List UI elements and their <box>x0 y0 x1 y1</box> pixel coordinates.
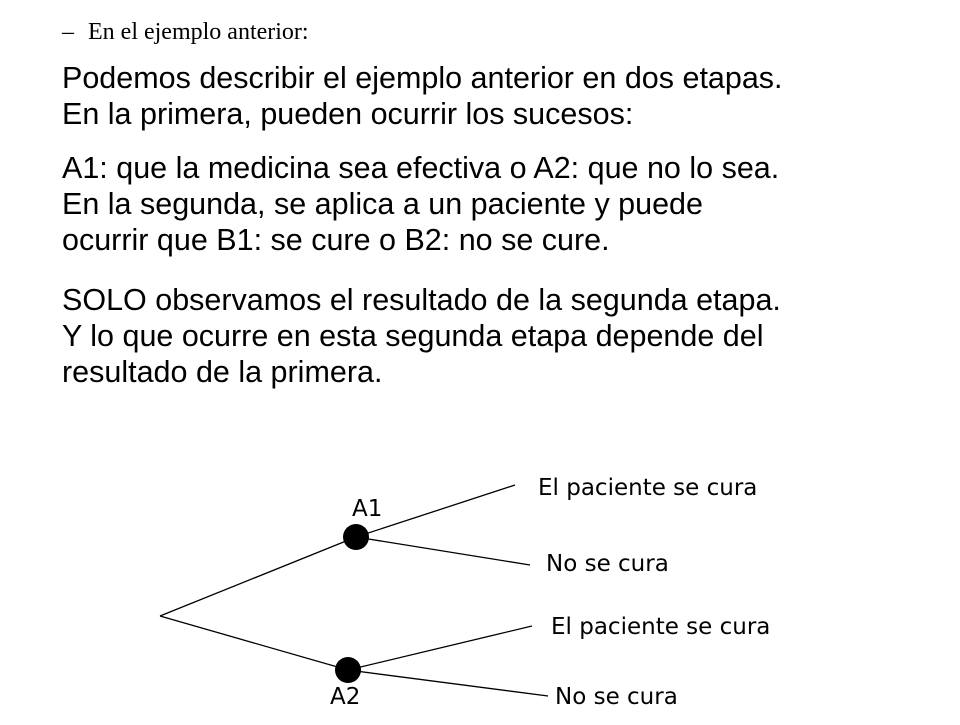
branch-root-a1 <box>159 536 357 617</box>
leaf-label-a2-cure: El paciente se cura <box>551 614 771 640</box>
leaf-label-a1-cure: El paciente se cura <box>538 475 758 501</box>
paragraph-stages: Podemos describir el ejemplo anterior en… <box>62 60 783 132</box>
paragraph-line: resultado de la primera. <box>62 355 383 389</box>
node-a2-dot <box>335 657 361 683</box>
branch-a1-cure <box>355 484 516 538</box>
branch-a2-no-cure <box>347 669 549 697</box>
sub-bullet: –En el ejemplo anterior: <box>62 14 309 50</box>
paragraph-line: Podemos describir el ejemplo anterior en… <box>62 61 783 95</box>
paragraph-events: A1: que la medicina sea efectiva o A2: q… <box>62 150 779 258</box>
tree-svg <box>159 484 549 697</box>
sub-bullet-text: En el ejemplo anterior: <box>88 19 309 45</box>
leaf-label-a1-no-cure: No se cura <box>546 551 669 577</box>
paragraph-line: Y lo que ocurre en esta segunda etapa de… <box>62 319 764 353</box>
bullet-dash: – <box>62 19 74 45</box>
node-label-a1: A1 <box>352 496 383 522</box>
branch-a2-cure <box>347 625 533 671</box>
node-label-a2: A2 <box>330 684 361 710</box>
paragraph-line: En la segunda, se aplica a un paciente y… <box>62 187 703 221</box>
paragraph-observation: SOLO observamos el resultado de la segun… <box>62 282 781 390</box>
paragraph-line: En la primera, pueden ocurrir los suceso… <box>62 97 634 131</box>
paragraph-line: ocurrir que B1: se cure o B2: no se cure… <box>62 223 610 257</box>
paragraph-line: A1: que la medicina sea efectiva o A2: q… <box>62 151 780 185</box>
leaf-label-a2-no-cure: No se cura <box>555 684 678 710</box>
node-a1-dot <box>343 524 369 550</box>
paragraph-line: SOLO observamos el resultado de la segun… <box>62 283 781 317</box>
branch-root-a2 <box>159 615 349 671</box>
probability-tree: A1 A2 El paciente se cura No se cura El … <box>0 440 960 720</box>
branch-a1-no-cure <box>355 536 531 566</box>
